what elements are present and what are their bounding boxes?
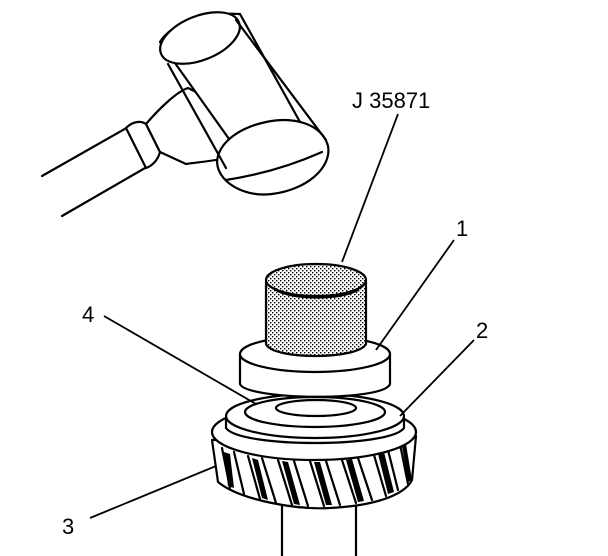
tool-handle-body [264,280,368,358]
tool-handle-top [264,262,368,298]
installer-tool [238,262,392,398]
gear-teeth [220,442,412,508]
tool-handle-rim [274,288,360,299]
label-2: 2 [476,318,488,343]
mallet-head-lower-edge [166,62,228,170]
mallet-handle-bottom-edge [60,162,154,218]
label-3: 3 [62,514,74,539]
mallet [40,11,330,218]
washer-inner [274,398,358,418]
leader-3 [89,465,217,519]
leader-lines [89,113,475,519]
leader-4 [103,315,257,405]
washer [243,395,387,429]
leader-2 [399,339,475,417]
mallet-head-upper-edge [234,18,328,142]
label-1: 1 [456,216,468,241]
leader-1 [375,239,455,351]
mallet-handle-top-edge [40,124,132,178]
leader-tool [341,113,399,263]
label-tool: J 35871 [352,88,430,113]
mallet-face-edge [224,150,324,182]
label-4: 4 [82,302,94,327]
